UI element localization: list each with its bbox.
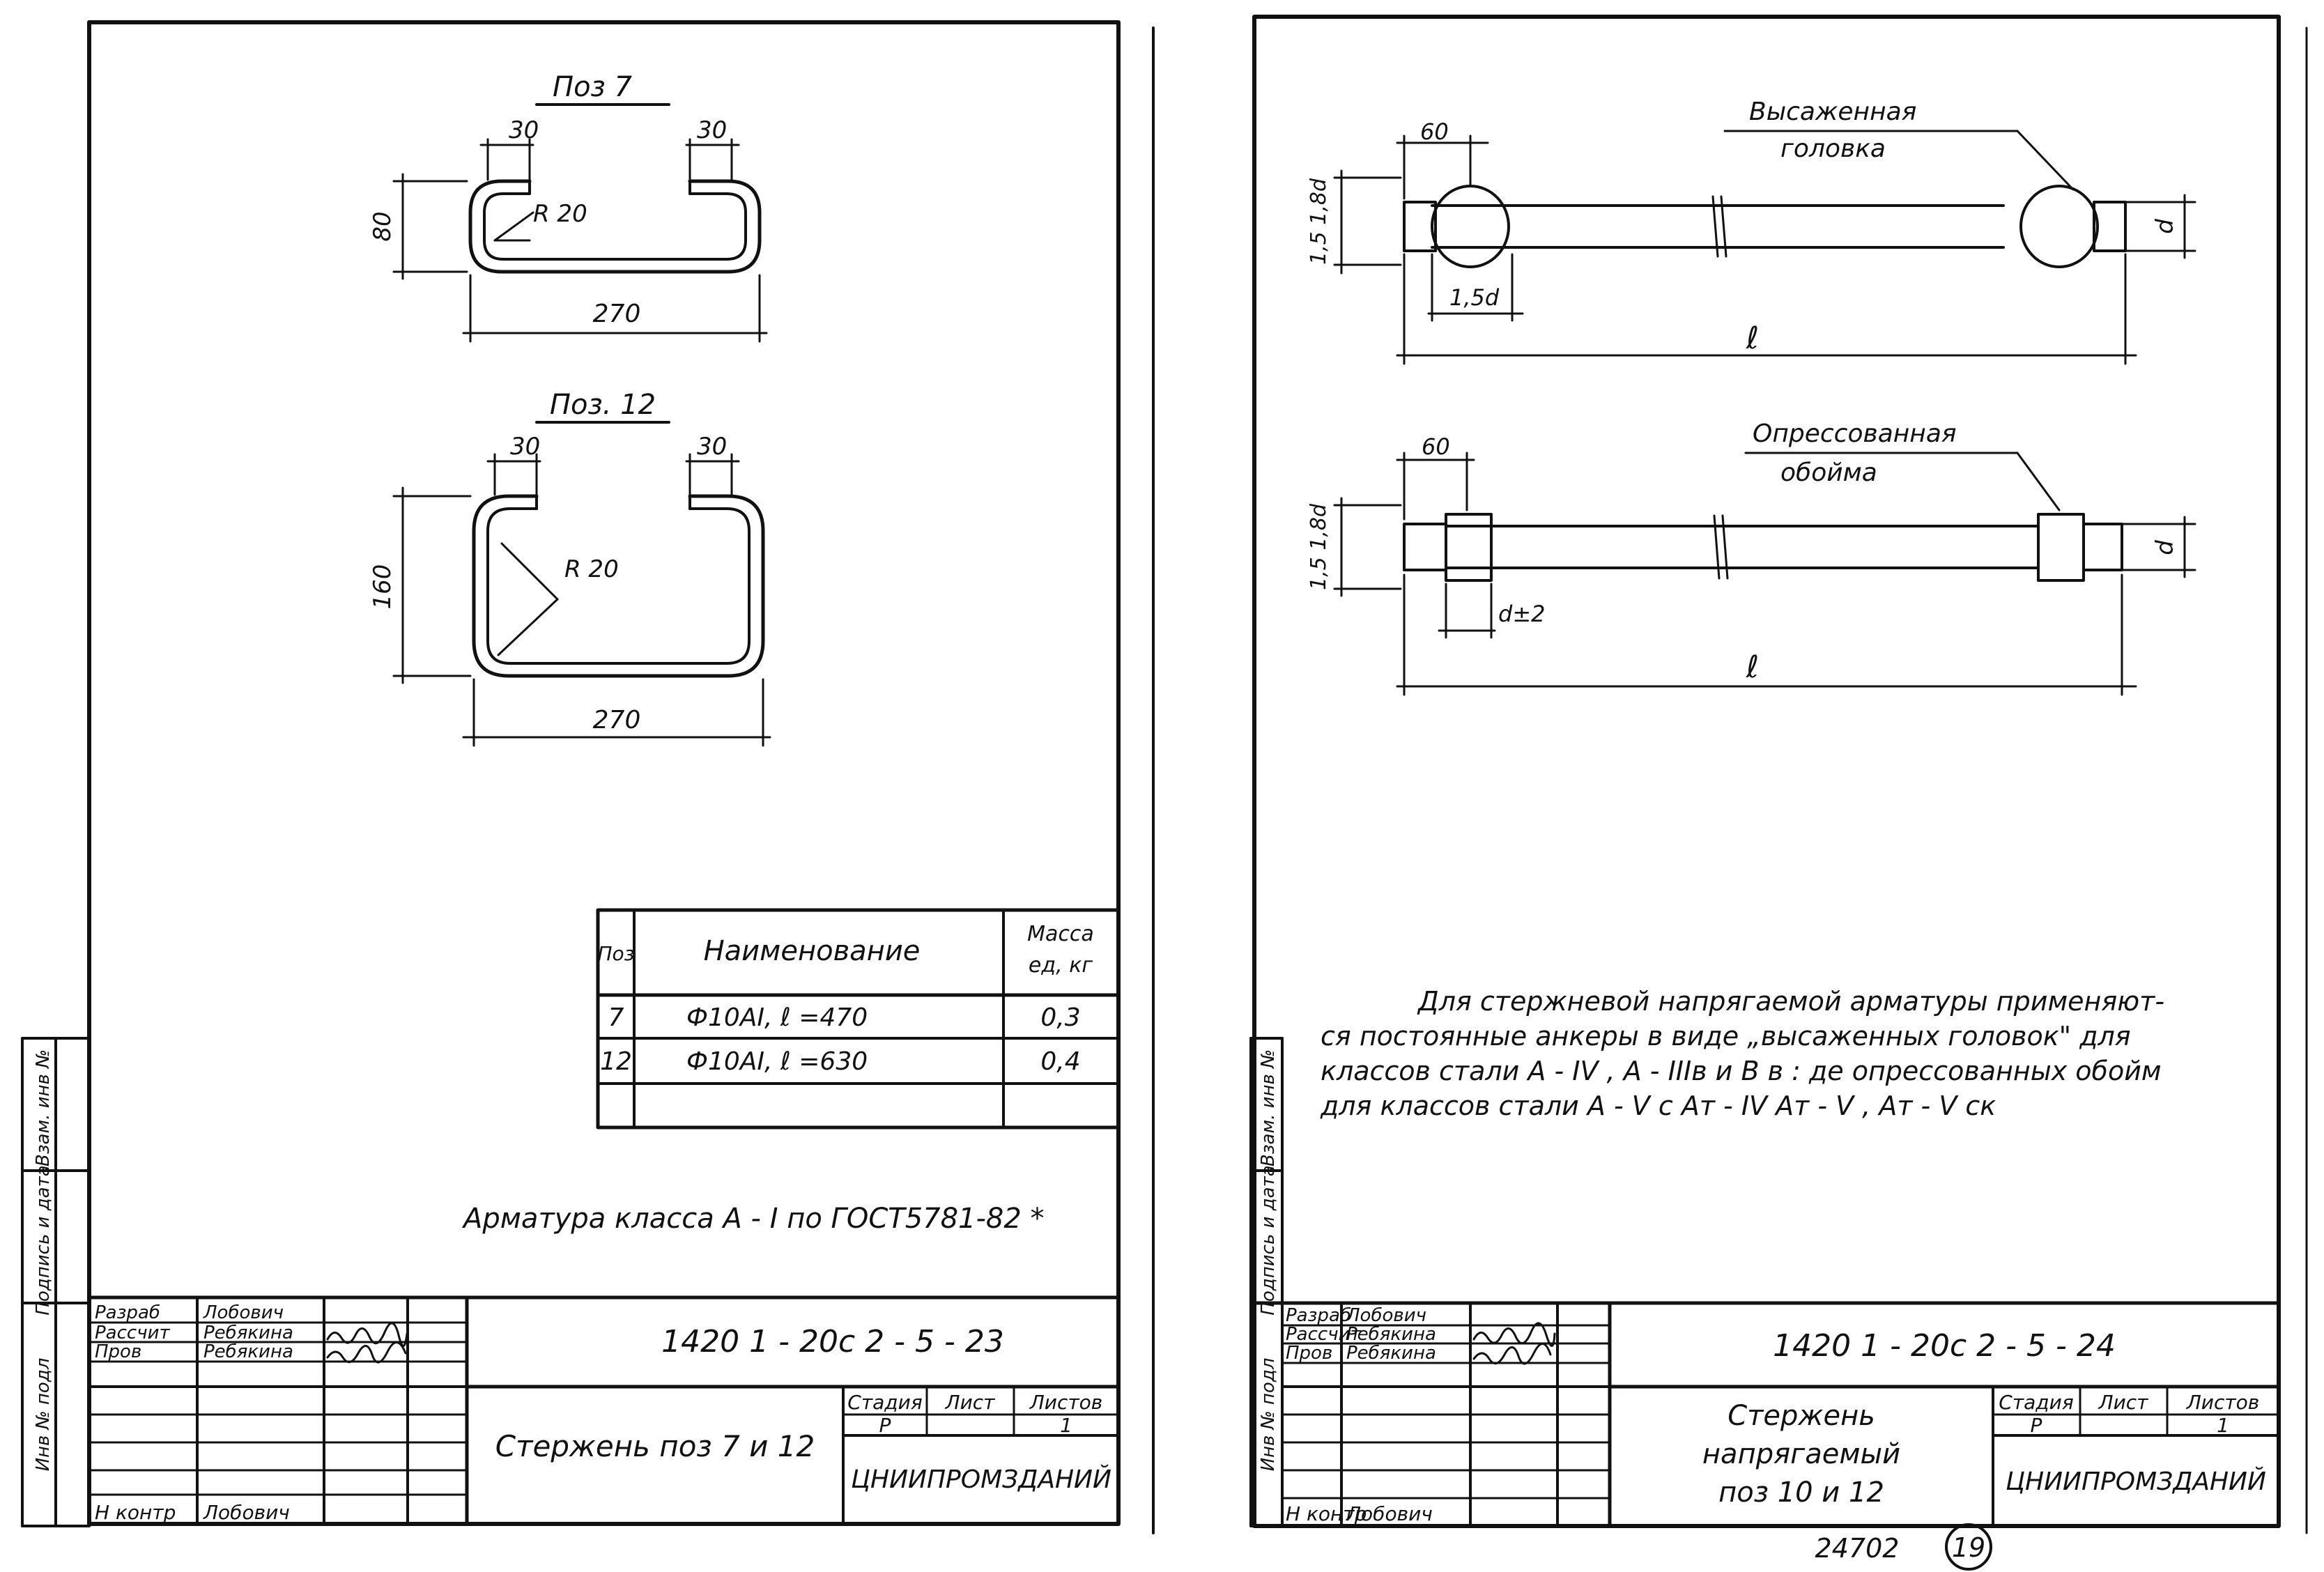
side-stamp-inv-sub: Инв № подл: [33, 1358, 54, 1472]
left-tb-name: Лобович: [203, 1501, 290, 1524]
rod1-dim-length: ℓ: [1746, 321, 1759, 356]
rod1-label-line1: Высаженная: [1749, 98, 1916, 126]
rod1-dim-side: 1,5 1,8d: [1307, 178, 1331, 265]
spec-row-pos: 12: [600, 1047, 632, 1076]
pos7-dim-width: 270: [593, 300, 641, 328]
right-title-block: Разраб Рассчит Пров Н контр Лобович Ребя…: [1252, 1301, 2281, 1528]
right-tb-title-line2: напрягаемый: [1702, 1438, 1900, 1470]
right-tb-name: Ребякина: [1346, 1343, 1436, 1364]
signature-mark: [326, 1322, 408, 1347]
side-stamp-inv-replace: Взам. инв №: [1258, 1049, 1279, 1166]
left-sheet: Взам. инв № Подпись и дата Инв № подл По…: [21, 20, 1155, 1534]
right-tb-role: Разраб: [1286, 1305, 1351, 1326]
page-number-circle: [1945, 1523, 1992, 1571]
spec-row-name: Ф10АI, ℓ =630: [686, 1047, 868, 1076]
side-stamp-inv-replace: Взам. инв №: [33, 1049, 54, 1166]
pos12-dim-height: 160: [369, 564, 397, 610]
left-tb-role: Рассчит: [95, 1323, 170, 1343]
right-tb-role: Н контр: [1286, 1502, 1367, 1525]
paragraph-line: классов стали А - IV , А - IIIв и В в : …: [1321, 1056, 2162, 1086]
rod2-label-line1: Опрессованная: [1753, 419, 1957, 448]
left-tb-name: Ребякина: [203, 1323, 293, 1343]
right-tb-sheets: 1: [2217, 1414, 2229, 1437]
rod1-dim-d: d: [2151, 219, 2179, 234]
side-stamp-inv-sub: Инв № подл: [1258, 1358, 1279, 1472]
left-tb-title: Стержень поз 7 и 12: [495, 1429, 815, 1463]
left-tb-name: Ребякина: [203, 1341, 293, 1362]
left-tb-name: Лобович: [203, 1302, 284, 1323]
spec-table: Поз Наименование Масса ед, кг 7 Ф10АI, ℓ…: [596, 908, 1121, 1130]
archive-number: 24702: [1815, 1533, 1900, 1564]
page-number: 19: [1952, 1532, 1985, 1563]
right-tb-sheet-label: Лист: [2098, 1391, 2149, 1414]
side-stamp-sign-date: Подпись и дата: [33, 1165, 54, 1315]
right-tb-name: Ребякина: [1346, 1324, 1436, 1345]
pos7-radius: R 20: [533, 200, 587, 228]
rod1-dim-bottom: 1,5d: [1449, 284, 1500, 311]
pos12-dim-width: 270: [593, 706, 641, 734]
right-tb-role: Рассчит: [1286, 1324, 1361, 1345]
left-tb-sheets: 1: [1060, 1414, 1072, 1437]
rod-crimped-sleeve-drawing: Опрессованная обойма 60 1,5 1,8d d±2 d: [1307, 419, 2196, 696]
rod1-label-line2: головка: [1780, 134, 1886, 163]
spec-row-mass: 0,4: [1040, 1047, 1080, 1076]
rod2-label-line2: обойма: [1780, 458, 1877, 487]
right-tb-title-line3: поз 10 и 12: [1718, 1477, 1884, 1509]
paragraph-line: Для стержневой напрягаемой арматуры прим…: [1417, 986, 2164, 1017]
signature-mark: [326, 1341, 407, 1364]
signature-mark: [1472, 1322, 1556, 1347]
spec-row-pos: 7: [608, 1003, 624, 1032]
pos12-dim-right: 30: [697, 433, 727, 461]
paragraph-line: для классов стали А - V с Ат - IV Ат - V…: [1320, 1091, 1996, 1121]
left-tb-sheet-label: Лист: [945, 1391, 996, 1414]
paragraph-line: ся постоянные анкеры в виде „высаженных …: [1321, 1021, 2131, 1051]
right-tb-sheets-label: Листов: [2186, 1391, 2260, 1414]
left-tb-org: ЦНИИПРОМЗДАНИЙ: [851, 1465, 1111, 1494]
pos12-drawing: Поз. 12 R 20 30 30 160: [369, 389, 771, 747]
side-stamp-sign-date: Подпись и дата: [1258, 1165, 1279, 1315]
left-tb-role: Н контр: [95, 1501, 176, 1524]
spec-row-mass: 0,3: [1040, 1003, 1080, 1032]
anchor-note-paragraph: Для стержневой напрягаемой арматуры прим…: [1320, 986, 2164, 1121]
left-tb-stage: Р: [879, 1414, 891, 1437]
spec-header-mass: Масса: [1027, 922, 1094, 946]
left-tb-sheets-label: Листов: [1029, 1391, 1103, 1414]
pos7-dim-right: 30: [697, 116, 727, 144]
left-tb-stage-label: Стадия: [847, 1391, 922, 1414]
signature-mark: [1472, 1343, 1552, 1365]
pos12-dim-left: 30: [510, 433, 540, 461]
spec-header-unit: ед, кг: [1029, 953, 1093, 978]
left-tb-role: Пров: [95, 1341, 141, 1362]
rod-upset-head-drawing: Высаженная головка 60 1,5 1,8d 1,5d d: [1307, 98, 2196, 365]
right-sheet: Взам. инв № Подпись и дата Инв № подл Вы…: [1249, 15, 2308, 1571]
pos7-dim-left: 30: [509, 116, 539, 144]
pos7-title: Поз 7: [553, 71, 633, 103]
right-tb-name: Лобович: [1346, 1502, 1433, 1525]
rod1-dim-top: 60: [1420, 118, 1449, 145]
pos7-dim-height: 80: [369, 211, 397, 241]
rod2-dim-d: d: [2151, 540, 2179, 555]
left-tb-role: Разраб: [95, 1302, 160, 1323]
right-tb-org: ЦНИИПРОМЗДАНИЙ: [2006, 1467, 2266, 1496]
pos7-drawing: Поз 7 R 20 30 30 80: [369, 71, 768, 343]
spec-row-name: Ф10АI, ℓ =470: [686, 1003, 868, 1032]
left-tb-code: 1420 1 - 20с 2 - 5 - 23: [661, 1324, 1004, 1359]
rod2-dim-side: 1,5 1,8d: [1307, 503, 1331, 590]
spec-header-pos: Поз: [597, 942, 634, 965]
rod2-dim-top: 60: [1422, 433, 1450, 460]
right-tb-title-line1: Стержень: [1727, 1400, 1875, 1432]
rod2-dim-bottom: d±2: [1498, 601, 1545, 627]
rod2-dim-length: ℓ: [1746, 649, 1759, 685]
right-tb-stage-label: Стадия: [1999, 1391, 2073, 1414]
right-tb-name: Лобович: [1346, 1305, 1426, 1326]
left-title-block: Разраб Рассчит Пров Н контр Лобович Ребя…: [87, 1295, 1121, 1526]
pos12-radius: R 20: [564, 555, 619, 583]
rebar-class-note: Арматура класса А - I по ГОСТ5781-82 *: [461, 1203, 1045, 1235]
pos12-title: Поз. 12: [550, 389, 656, 421]
right-tb-code: 1420 1 - 20с 2 - 5 - 24: [1773, 1328, 2116, 1364]
right-tb-stage: Р: [2031, 1414, 2042, 1437]
right-tb-role: Пров: [1286, 1343, 1332, 1364]
spec-header-name: Наименование: [704, 935, 921, 967]
